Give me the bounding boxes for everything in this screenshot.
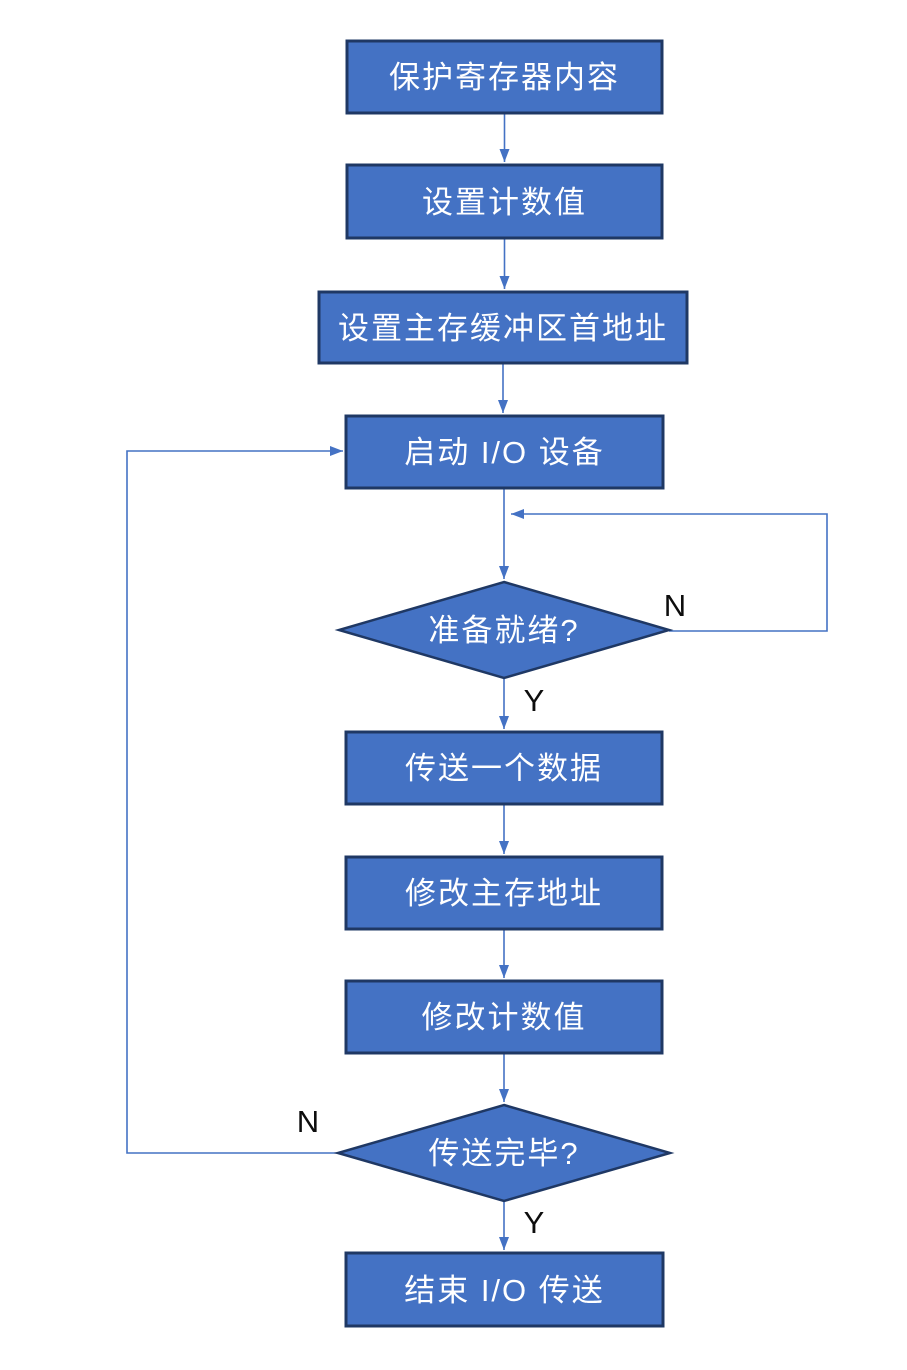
node-modify-count-value-label: 修改计数值	[422, 1000, 587, 1035]
label-ready-no: N	[664, 588, 686, 623]
node-modify-memory-address-shape	[344, 855, 664, 931]
label-complete-yes: Y	[524, 1205, 545, 1240]
node-end-io-transfer: 结束 I/O 传送	[344, 1251, 665, 1328]
connector-complete-no-loop	[126, 446, 343, 1154]
node-transfer-one-data-label: 传送一个数据	[405, 751, 603, 786]
node-modify-count-value: 修改计数值	[344, 979, 664, 1055]
connector-ready-no-loop	[511, 509, 828, 632]
node-set-count-value-shape	[345, 163, 664, 240]
decision-ready: 准备就绪?	[334, 580, 674, 680]
node-set-count-value: 设置计数值	[345, 163, 664, 240]
node-modify-count-value-shape	[344, 979, 664, 1055]
node-protect-register-contents: 保护寄存器内容	[345, 39, 664, 115]
node-start-io-device-label: 启动 I/O 设备	[404, 435, 605, 470]
label-complete-no: N	[297, 1104, 319, 1139]
decision-ready-label: 准备就绪?	[428, 613, 579, 648]
node-start-io-device: 启动 I/O 设备	[344, 414, 665, 490]
node-start-io-device-shape	[344, 414, 665, 490]
decision-ready-shape	[334, 580, 674, 680]
decision-transfer-complete-shape	[333, 1103, 675, 1203]
node-protect-register-contents-shape	[345, 39, 664, 115]
node-end-io-transfer-label: 结束 I/O 传送	[404, 1273, 605, 1308]
node-end-io-transfer-shape	[344, 1251, 665, 1328]
decision-transfer-complete: 传送完毕?	[333, 1103, 675, 1203]
label-ready-yes: Y	[524, 683, 545, 718]
node-transfer-one-data-shape	[344, 730, 664, 806]
node-set-buffer-start-address-label: 设置主存缓冲区首地址	[338, 311, 668, 346]
connectors	[126, 113, 828, 1250]
decision-transfer-complete-label: 传送完毕?	[428, 1136, 579, 1171]
node-modify-memory-address-label: 修改主存地址	[405, 876, 603, 911]
node-set-buffer-start-address: 设置主存缓冲区首地址	[317, 290, 689, 365]
branch-labels: N Y N Y	[297, 588, 686, 1240]
node-modify-memory-address: 修改主存地址	[344, 855, 664, 931]
node-set-buffer-start-address-shape	[317, 290, 689, 365]
node-protect-register-contents-label: 保护寄存器内容	[389, 60, 620, 95]
node-set-count-value-label: 设置计数值	[422, 185, 587, 220]
node-transfer-one-data: 传送一个数据	[344, 730, 664, 806]
